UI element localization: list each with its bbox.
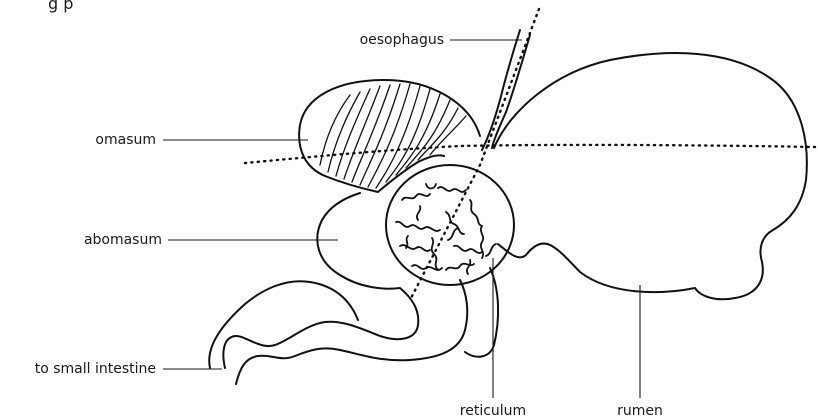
oesophagus-tube: [482, 30, 530, 150]
label-reticulum: reticulum: [460, 403, 526, 419]
reticulum-honeycomb: [396, 184, 496, 274]
intestine-outline: [209, 281, 358, 368]
intestine-lower-outline: [236, 280, 467, 384]
omasum-outline: [299, 80, 480, 192]
cropped-heading: g p: [48, 0, 73, 13]
label-abomasum: abomasum: [84, 232, 162, 248]
label-omasum: omasum: [95, 132, 156, 148]
omasum-folds: [320, 84, 466, 188]
label-oesophagus: oesophagus: [360, 32, 444, 48]
rumen-outline: [494, 53, 807, 299]
label-rumen: rumen: [617, 403, 663, 419]
label-to-small-intestine: to small intestine: [35, 361, 156, 377]
abomasum-outline: [223, 193, 418, 368]
